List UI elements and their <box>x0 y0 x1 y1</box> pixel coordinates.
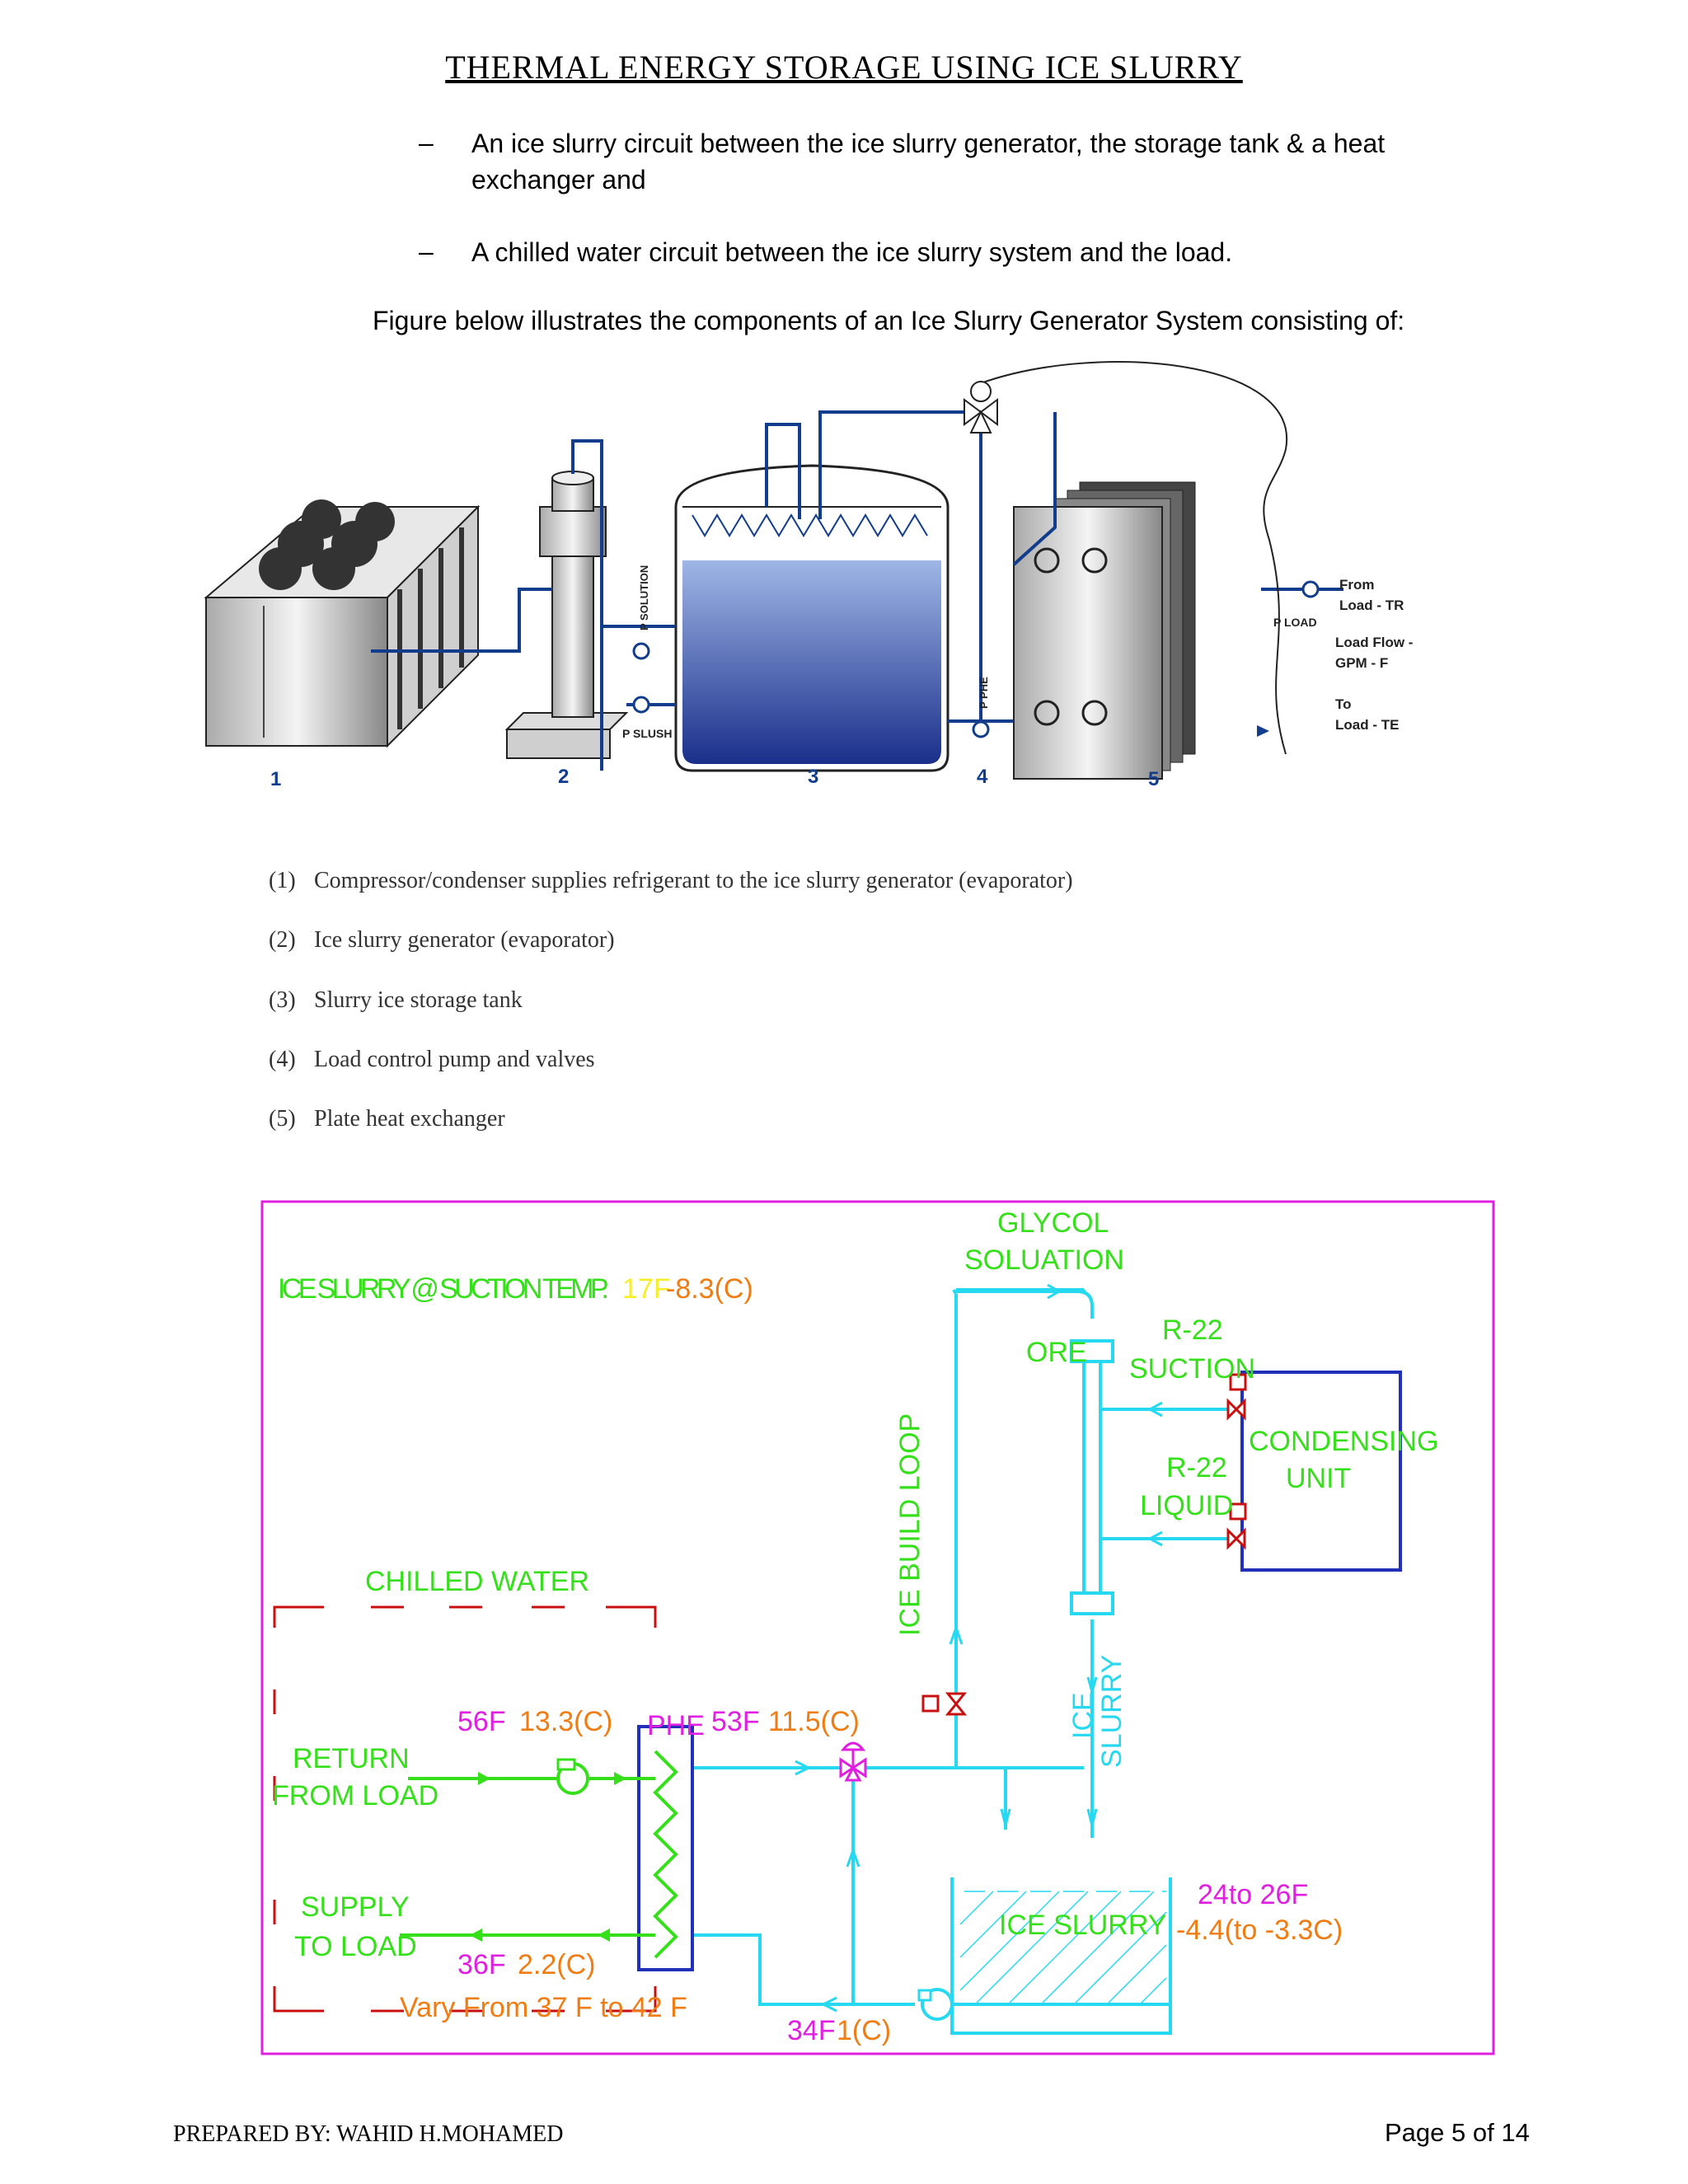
ice-slurry-system-illustration: From Load - TR Load Flow - GPM - F To Lo… <box>204 361 1413 790</box>
p-slush-label: P SLUSH <box>622 727 672 740</box>
condenser-unit <box>204 499 481 748</box>
r22-liquid-label-1: R-22 <box>1166 1452 1227 1483</box>
ice-slurry-suction-label: ICE SLURRY @ SUCTION TEMP. <box>278 1273 609 1305</box>
caption-number: (2) <box>269 927 296 953</box>
pump-icons <box>632 580 1320 738</box>
caption-item: (3) Slurry ice storage tank <box>269 987 523 1014</box>
three-way-control-valve-icon <box>839 1741 867 1782</box>
pump-temp-c: 1(C) <box>837 2015 891 2046</box>
from-load-tr-label: Load - TR <box>1339 598 1404 613</box>
phe-box <box>637 1725 694 1971</box>
r22-suction-label-2: SUCTION <box>1129 1353 1255 1385</box>
condensing-unit-label-2: UNIT <box>1286 1463 1351 1494</box>
caption-text: Plate heat exchanger <box>314 1106 505 1132</box>
plate-heat-exchanger <box>1013 481 1196 780</box>
supply-temp-f: 36F <box>457 1949 506 1980</box>
pump-temp-f: 34F <box>787 2015 836 2046</box>
phe-label: PHE <box>647 1710 705 1741</box>
tank-hatch <box>959 1891 1167 2004</box>
slurry-pump-icon <box>917 1988 954 2021</box>
tank-temp-f: 24to 26F <box>1198 1879 1308 1910</box>
arrow-icon <box>1257 725 1269 737</box>
p-phe-label: P PHE <box>978 677 990 709</box>
footer-author: PREPARED BY: WAHID H.MOHAMED <box>173 2121 564 2147</box>
condensing-unit-label-1: CONDENSING <box>1249 1426 1438 1457</box>
component-number: 5 <box>1148 768 1159 790</box>
from-load-label: From <box>1339 577 1375 593</box>
bullet-text: An ice slurry circuit between the ice sl… <box>471 125 1385 198</box>
caption-number: (3) <box>269 987 296 1013</box>
caption-text: Slurry ice storage tank <box>314 987 523 1013</box>
chilled-water-label: CHILLED WATER <box>365 1566 589 1597</box>
suction-temp-f: 17F <box>622 1273 671 1305</box>
cyan-pipelines <box>691 1288 1240 2035</box>
vary-range-label: Vary From 37 F to 42 F <box>400 1992 687 2023</box>
caption-text: Load control pump and valves <box>314 1047 595 1072</box>
bullet-text: A chilled water circuit between the ice … <box>471 237 1233 267</box>
caption-number: (5) <box>269 1106 296 1132</box>
bullet-dash: – <box>419 128 434 157</box>
ice-slurry-vertical-label-2: SLURRY <box>1096 1655 1128 1768</box>
supply-to-load-label-2: TO LOAD <box>294 1931 417 1962</box>
caption-text: Compressor/condenser supplies refrigeran… <box>314 868 1073 893</box>
green-arrows <box>470 1772 626 1942</box>
caption-item: (4) Load control pump and valves <box>269 1047 595 1073</box>
ice-slurry-generator-flow: ICE SLURRY @ SUCTION TEMP. 17F -8.3(C) G… <box>260 1200 1495 2055</box>
r22-suction-label-1: R-22 <box>1162 1315 1223 1346</box>
glycol-solution-label: SOLUATION <box>964 1244 1124 1276</box>
to-load-te-label: Load - TE <box>1335 717 1399 733</box>
figure2-container: ICE SLURRY @ SUCTION TEMP. 17F -8.3(C) G… <box>260 1199 1496 2056</box>
component-number: 4 <box>977 766 988 788</box>
p-load-label: P LOAD <box>1273 616 1317 629</box>
phe-out-temp-c: 11.5(C) <box>768 1706 860 1737</box>
r22-liquid-label-2: LIQUID <box>1140 1490 1233 1521</box>
caption-item: (1) Compressor/condenser supplies refrige… <box>269 868 1073 894</box>
intro-paragraph: Figure below illustrates the components … <box>373 306 1405 335</box>
caption-item: (2) Ice slurry generator (evaporator) <box>269 927 615 954</box>
ice-slurry-tank-label: ICE SLURRY <box>999 1910 1166 1941</box>
return-temp-c: 13.3(C) <box>519 1706 612 1737</box>
glycol-label: GLYCOL <box>997 1207 1109 1239</box>
load-flow-label: Load Flow - <box>1335 635 1413 650</box>
return-from-load-label-1: RETURN <box>293 1743 410 1774</box>
to-load-label: To <box>1335 696 1352 712</box>
cyan-arrows <box>795 1283 1163 2013</box>
component-number: 1 <box>270 768 281 790</box>
page-title: THERMAL ENERGY STORAGE USING ICE SLURRY <box>445 49 1243 86</box>
piping <box>371 410 1343 771</box>
phe-coil <box>653 1750 678 1959</box>
condensing-unit-box <box>1240 1371 1402 1572</box>
suction-temp-c: -8.3(C) <box>666 1273 753 1305</box>
bullet-dash: – <box>419 237 434 266</box>
bullet-line: exchanger and <box>471 165 646 194</box>
ore-generator <box>1070 1339 1114 1615</box>
supply-to-load-label-1: SUPPLY <box>301 1891 410 1923</box>
return-from-load-label-2: FROM LOAD <box>272 1780 438 1811</box>
chilled-water-pump-icon <box>556 1758 589 1795</box>
supply-temp-c: 2.2(C) <box>518 1949 595 1980</box>
caption-number: (1) <box>269 868 296 893</box>
load-flow-gpm-label: GPM - F <box>1335 655 1388 671</box>
ore-label: ORE <box>1026 1337 1087 1368</box>
caption-number: (4) <box>269 1047 296 1072</box>
ice-slurry-generator <box>504 471 629 759</box>
chilled-water-dashed-outline <box>273 1605 657 2013</box>
p-solution-label: P SOLUTION <box>638 565 650 630</box>
bullet-line: An ice slurry circuit between the ice sl… <box>471 129 1386 158</box>
page-number: Page 5 of 14 <box>1385 2118 1530 2147</box>
component-number: 2 <box>558 766 569 788</box>
caption-text: Ice slurry generator (evaporator) <box>314 927 615 953</box>
flow-border <box>260 1200 1495 2055</box>
three-way-valve <box>964 381 998 434</box>
phe-out-temp-f: 53F <box>711 1706 760 1737</box>
caption-item: (5) Plate heat exchanger <box>269 1106 505 1132</box>
tank-temp-c: -4.4(to -3.3C) <box>1176 1915 1343 1946</box>
ice-slurry-vertical-label-1: ICE <box>1067 1692 1099 1739</box>
return-temp-f: 56F <box>457 1706 506 1737</box>
control-wire <box>980 361 1288 755</box>
ice-build-loop-label: ICE BUILD LOOP <box>894 1413 926 1636</box>
storage-tank <box>674 464 950 772</box>
component-number: 3 <box>808 766 818 788</box>
red-valve-icons <box>921 1373 1247 1716</box>
